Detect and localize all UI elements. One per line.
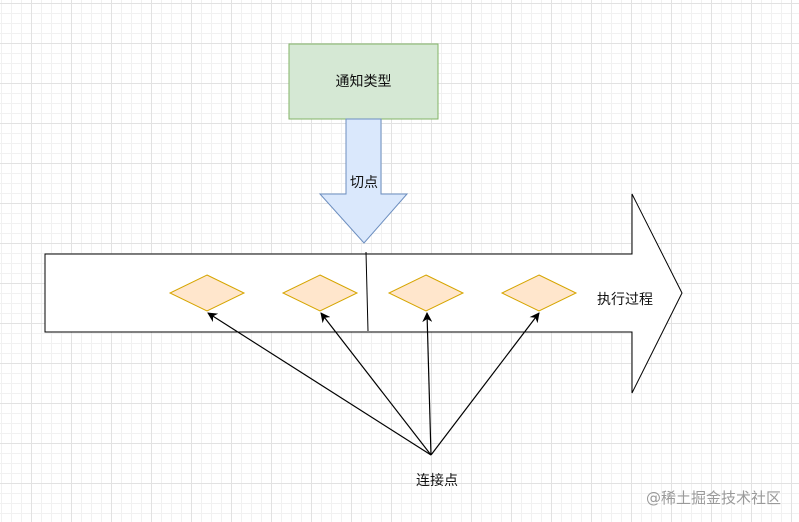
joinpoint-arrow: [430, 312, 540, 456]
joinpoint-arrow: [207, 312, 432, 456]
watermark: @稀土掘金技术社区: [646, 489, 781, 507]
pointcut-line: [365, 251, 369, 332]
execution-label: 执行过程: [597, 292, 653, 308]
advice-type-label: 通知类型: [336, 73, 392, 90]
joinpoint-diamond: [281, 274, 359, 312]
joinpoint-diamond: [387, 274, 465, 312]
pointcut-label: 切点: [350, 175, 378, 191]
execution-process-arrow: [44, 193, 683, 394]
joinpoint-label: 连接点: [416, 472, 458, 489]
joinpoint-arrow: [422, 312, 433, 456]
advice-type-box: [288, 43, 439, 120]
joinpoint-arrow: [320, 312, 432, 456]
joinpoint-diamond: [168, 274, 246, 312]
pointcut-arrow: [318, 118, 409, 244]
joinpoint-diamond: [500, 274, 578, 312]
